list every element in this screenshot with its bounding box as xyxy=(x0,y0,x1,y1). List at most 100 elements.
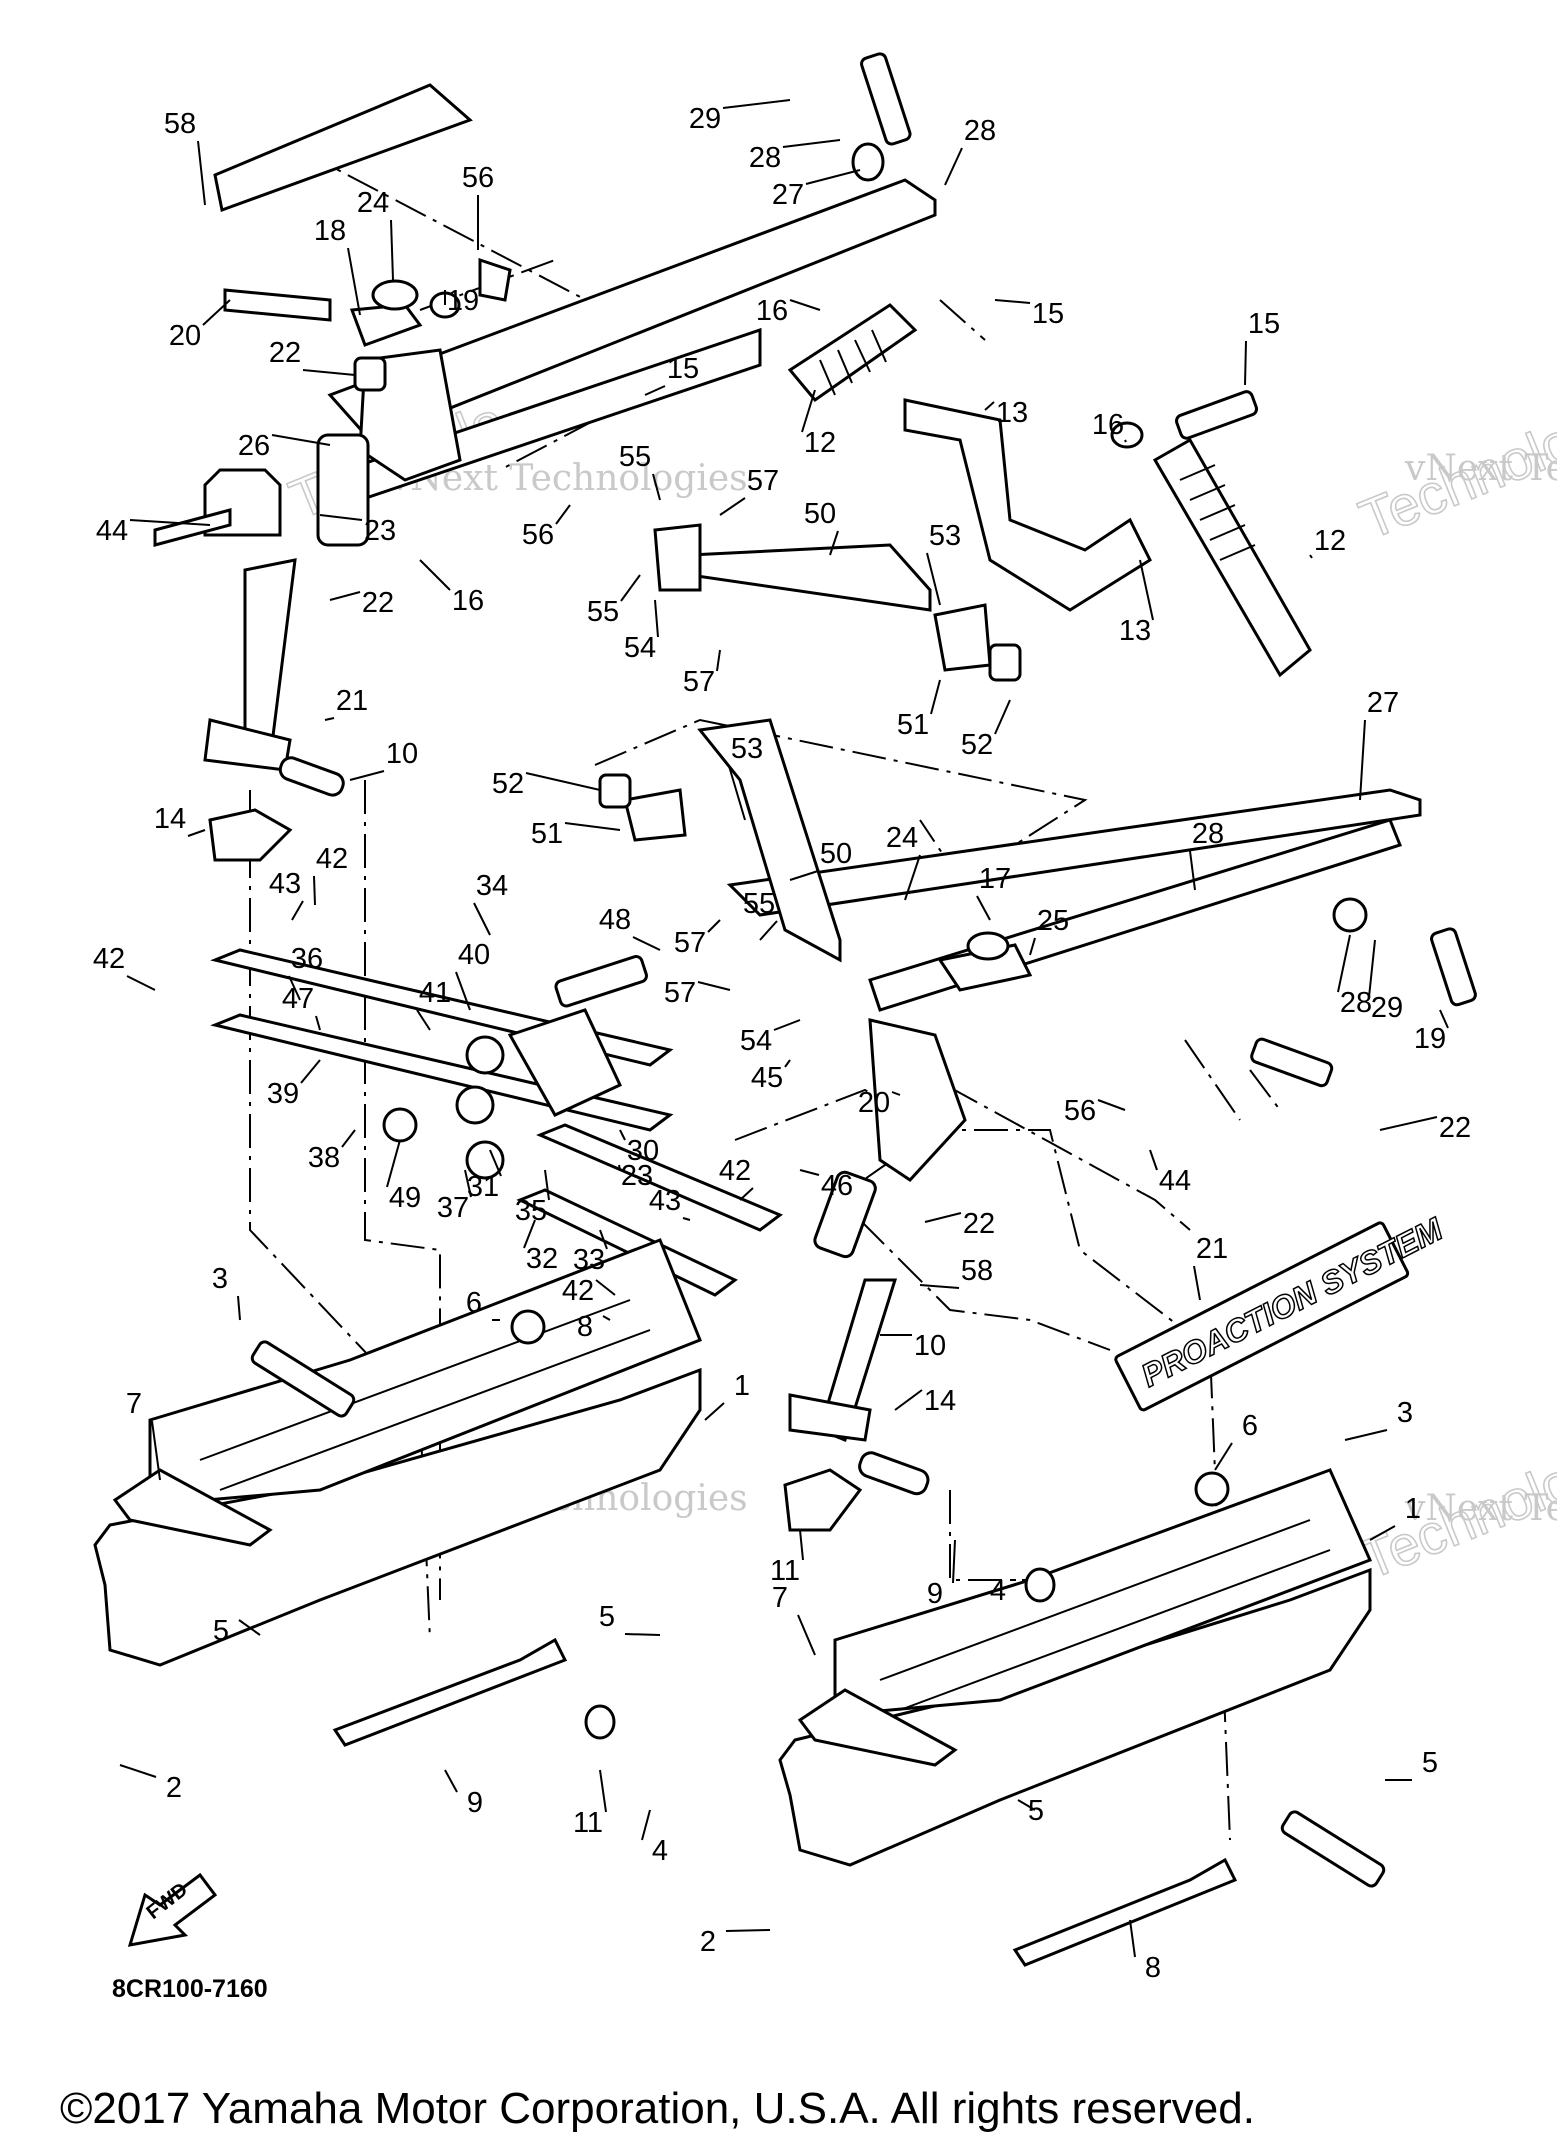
leader-line xyxy=(1029,937,1036,956)
wear-bar-right xyxy=(1012,1857,1238,1967)
plate-46 xyxy=(507,1008,622,1117)
leader-line xyxy=(799,1529,804,1561)
leader-line xyxy=(1193,1265,1201,1301)
nut-4b xyxy=(1194,1471,1230,1507)
leader-line xyxy=(1214,1442,1233,1471)
callout-51: 51 xyxy=(897,709,929,741)
callout-13: 13 xyxy=(996,397,1028,429)
callout-3: 3 xyxy=(1397,1397,1413,1429)
leader-line xyxy=(994,699,1011,735)
leader-line xyxy=(682,1217,691,1221)
callout-21: 21 xyxy=(1196,1233,1228,1265)
leader-line xyxy=(324,717,335,721)
leader-line xyxy=(300,1059,321,1084)
leader-line xyxy=(1097,1099,1126,1111)
callout-49: 49 xyxy=(389,1182,421,1214)
decal-58-top xyxy=(213,83,473,213)
leader-line xyxy=(697,981,731,991)
leader-line xyxy=(952,1539,956,1584)
ski-right xyxy=(778,1468,1386,1967)
collar-34 xyxy=(465,1035,505,1075)
callout-11: 11 xyxy=(770,1555,800,1587)
leader-line xyxy=(976,895,991,921)
bolt-8 xyxy=(250,1340,356,1418)
callout-12: 12 xyxy=(804,427,836,459)
bolt-15 xyxy=(1175,390,1259,440)
callout-56: 56 xyxy=(522,519,554,551)
leader-line xyxy=(919,1284,960,1289)
watermark-text: Technolo xyxy=(1351,1449,1557,1591)
upper-assembly xyxy=(153,83,937,862)
callout-12: 12 xyxy=(1314,525,1346,557)
ski-body-left xyxy=(93,1367,702,1667)
leader-line xyxy=(1359,719,1366,801)
leader-line xyxy=(984,401,995,411)
leader-line xyxy=(489,1149,502,1177)
callout-13: 13 xyxy=(1119,615,1151,647)
leader-line xyxy=(525,772,601,791)
leader-line xyxy=(151,1420,161,1481)
damper-14 xyxy=(208,808,293,862)
collar-27b xyxy=(1332,897,1368,933)
leader-line xyxy=(624,1633,661,1636)
leader-line xyxy=(187,829,206,837)
leader-line xyxy=(555,504,571,525)
callout-31: 31 xyxy=(467,1171,499,1203)
callout-24: 24 xyxy=(357,187,389,219)
callout-5: 5 xyxy=(1422,1747,1438,1779)
leader-line xyxy=(473,902,491,936)
leader-line xyxy=(329,591,361,601)
callout-14: 14 xyxy=(154,803,186,835)
ski-body-right xyxy=(778,1567,1372,1867)
leader-line xyxy=(126,975,156,991)
callout-55: 55 xyxy=(743,888,775,920)
bolt-19b xyxy=(1250,1037,1334,1088)
callout-52: 52 xyxy=(492,768,524,800)
leader-line xyxy=(416,1009,431,1031)
callout-24: 24 xyxy=(886,822,918,854)
callout-34: 34 xyxy=(476,870,508,902)
copyright-text: ©2017 Yamaha Motor Corporation, U.S.A. A… xyxy=(60,2084,1255,2133)
leader-line xyxy=(632,936,661,951)
leader-line xyxy=(799,1169,820,1176)
leader-line xyxy=(599,1769,607,1813)
clip-52b xyxy=(598,773,632,809)
callout-54: 54 xyxy=(740,1025,772,1057)
callout-28: 28 xyxy=(749,142,781,174)
leader-line xyxy=(1439,1009,1449,1029)
leader-line xyxy=(944,147,963,186)
callout-39: 39 xyxy=(267,1078,299,1110)
leader-line xyxy=(1369,1525,1396,1541)
callout-42: 42 xyxy=(562,1275,594,1307)
collar-27 xyxy=(851,142,885,182)
callout-9: 9 xyxy=(467,1787,483,1819)
callout-38: 38 xyxy=(308,1142,340,1174)
leader-line xyxy=(789,870,819,881)
nut-9b xyxy=(1024,1567,1056,1603)
leader-line xyxy=(773,1019,801,1031)
shaft-30 xyxy=(536,1123,783,1232)
leader-line xyxy=(1017,1799,1036,1811)
callout-19: 19 xyxy=(1414,1023,1446,1055)
leader-lines xyxy=(119,99,1449,1958)
callout-2: 2 xyxy=(700,1926,716,1958)
callout-35: 35 xyxy=(515,1195,547,1227)
callout-22: 22 xyxy=(269,337,301,369)
callout-20: 20 xyxy=(858,1087,890,1119)
stabilizer-50 xyxy=(688,543,932,612)
leader-line xyxy=(801,389,816,433)
callout-16: 16 xyxy=(452,585,484,617)
shock-12b xyxy=(1152,437,1312,678)
callout-41: 41 xyxy=(419,977,451,1009)
leader-line xyxy=(904,854,921,901)
callout-27: 27 xyxy=(772,179,804,211)
callout-1: 1 xyxy=(734,1370,750,1402)
leader-line xyxy=(319,514,363,521)
callout-22: 22 xyxy=(362,587,394,619)
callout-57: 57 xyxy=(664,977,696,1009)
leader-line xyxy=(652,473,661,501)
shock-12 xyxy=(787,303,918,403)
leader-line xyxy=(704,1402,725,1421)
wear-bar-left xyxy=(332,1637,568,1747)
